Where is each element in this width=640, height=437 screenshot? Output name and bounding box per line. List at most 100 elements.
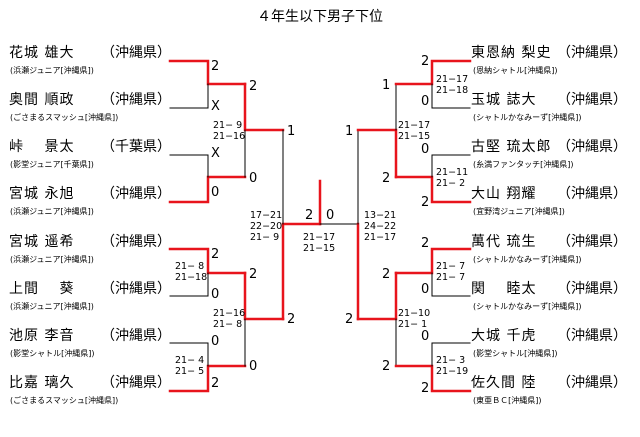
left-r1-m2-loser-line: [169, 154, 209, 178]
right-player-5-club: (シャトルかなみーず[沖縄県]): [473, 255, 582, 264]
left-player-2-name: 奥間 順政: [9, 92, 75, 108]
left-r1-m3-winner-line: [168, 247, 247, 275]
left-player-3-pref: （千葉県）: [101, 139, 171, 155]
right-player-3-club: (糸満ファンタッチ[沖縄県]): [473, 160, 574, 169]
left-r1-m3-set-scores: 21− 8 21−18: [175, 261, 208, 283]
final-left-score: 2: [305, 208, 314, 223]
right-r1-m4-set-scores: 21− 3 21−19: [436, 355, 469, 377]
right-r1-m1-bottom-score: 0: [421, 94, 430, 109]
right-r1-m2-winner-line: [394, 175, 472, 204]
right-r1-m1-set-scores: 21−17 21−18: [436, 74, 469, 96]
left-r1-m2-winner-line: [168, 175, 247, 204]
right-player-6-pref: （沖縄県）: [557, 281, 627, 297]
left-player-7-pref: （沖縄県）: [101, 328, 171, 344]
left-r1-m2-top-score: X: [211, 146, 220, 161]
right-r1-m2-top-score: 0: [421, 142, 430, 157]
left-player-7-name: 池原 李音: [9, 328, 75, 344]
right-player-2-name: 玉城 誌大: [471, 92, 537, 108]
right-semi-set-scores: 13−21 24−22 21−17: [364, 210, 397, 243]
left-player-8-pref: （沖縄県）: [101, 375, 171, 391]
right-r2-m1-set-scores: 21−17 21−15: [398, 120, 431, 142]
right-player-1-club: (恩納シャトル[沖縄県]): [473, 66, 558, 75]
right-r1-m2-loser-line: [431, 154, 471, 178]
right-player-2-pref: （沖縄県）: [557, 92, 627, 108]
left-r1-m4-top-score: 0: [211, 334, 220, 349]
left-player-6-pref: （沖縄県）: [101, 281, 171, 297]
right-r1-m4-top-score: 0: [421, 329, 430, 344]
right-r2-m2-bottom-score: 2: [382, 359, 391, 374]
right-r1-m4-loser-line: [431, 342, 471, 367]
right-player-3-pref: （沖縄県）: [557, 139, 627, 155]
right-semi-bottom-score: 2: [345, 312, 354, 327]
left-player-4-pref: （沖縄県）: [101, 186, 171, 202]
right-player-5-name: 萬代 琉生: [471, 234, 537, 250]
left-r1-m3-bottom-score: 0: [211, 287, 220, 302]
left-player-6-name: 上間 葵: [9, 281, 75, 297]
left-r1-m1-winner-line: [168, 59, 247, 86]
left-r1-m1-top-score: 2: [211, 59, 220, 74]
right-player-5-pref: （沖縄県）: [557, 234, 627, 250]
right-semi-top-score: 1: [345, 124, 354, 139]
right-player-8-pref: （沖縄県）: [557, 375, 627, 391]
left-r2-m1-bottom-score: 0: [249, 171, 258, 186]
right-r1-m3-loser-line: [431, 272, 471, 297]
right-r1-m2-bottom-score: 2: [421, 195, 430, 210]
left-r1-m3-loser-line: [169, 272, 209, 297]
right-player-4-club: (宜野湾ジュニア[沖縄県]): [473, 207, 565, 216]
right-player-7-club: (影堂シャトル[沖縄県]): [473, 349, 558, 358]
left-r1-m3-top-score: 2: [211, 247, 220, 262]
right-r2-m2-winner-line: [356, 271, 398, 321]
right-player-4-pref: （沖縄県）: [557, 186, 627, 202]
left-player-4-name: 宮城 永旭: [9, 186, 75, 202]
right-r1-m3-top-score: 2: [421, 236, 430, 251]
final-set-scores: 21−17 21−15: [303, 232, 336, 254]
left-r2-m2-bottom-score: 0: [249, 359, 258, 374]
left-player-5-pref: （沖縄県）: [101, 234, 171, 250]
final-right-score: 0: [326, 208, 335, 223]
right-player-2-club: (シャトルかなみーず[沖縄県]): [473, 113, 582, 122]
right-r2-m1-bottom-score: 2: [382, 171, 391, 186]
left-player-5-club: (浜瀬ジュニア[沖縄県]): [10, 255, 94, 264]
right-r1-m1-top-score: 2: [421, 54, 430, 69]
right-r1-m4-winner-line: [394, 364, 472, 393]
left-semi-top-score: 1: [287, 124, 296, 139]
left-player-1-pref: （沖縄県）: [101, 45, 171, 61]
left-player-6-club: (浜瀬ジュニア[沖縄県]): [10, 302, 94, 311]
right-player-7-pref: （沖縄県）: [557, 328, 627, 344]
right-player-1-name: 東恩納 梨史: [471, 45, 552, 61]
right-r2-m2-set-scores: 21−10 21− 1: [398, 308, 431, 330]
left-r2-m2-set-scores: 21−16 21− 8: [213, 308, 246, 330]
left-player-3-name: 峠 景太: [9, 139, 75, 155]
right-r1-m4-bottom-score: 2: [421, 381, 430, 396]
left-r1-m4-winner-line: [168, 364, 247, 393]
right-r2-m2-top-score: 2: [382, 267, 391, 282]
left-semi-set-scores: 17−21 22−20 21− 9: [250, 210, 283, 243]
left-r1-m1-bottom-score: X: [211, 99, 220, 114]
left-player-5-name: 宮城 遥希: [9, 234, 75, 250]
bracket-title: ４年生以下男子下位: [257, 9, 383, 25]
right-r1-m1-loser-line: [431, 83, 471, 109]
left-r1-m2-bottom-score: 0: [211, 185, 220, 200]
left-player-2-club: (ごさまるスマッシュ[沖縄県]): [10, 113, 119, 122]
right-player-8-club: (東亜ＢＣ[沖縄県]): [473, 396, 542, 405]
right-player-3-name: 古堅 琉太郎: [471, 139, 552, 155]
left-player-1-name: 花城 雄大: [9, 45, 75, 61]
left-player-3-club: (影堂ジュニア[千葉県]): [10, 160, 94, 169]
left-player-2-pref: （沖縄県）: [101, 92, 171, 108]
right-r2-m1-winner-line: [356, 128, 398, 179]
right-player-6-name: 関 睦太: [471, 281, 537, 297]
left-player-7-club: (影堂シャトル[沖縄県]): [10, 349, 95, 358]
left-r2-m2-top-score: 2: [249, 267, 258, 282]
left-r1-m4-loser-line: [169, 342, 209, 367]
left-semi-bottom-score: 2: [287, 312, 296, 327]
left-player-8-club: (ごさまるスマッシュ[沖縄県]): [10, 396, 119, 405]
left-r1-m1-loser-line: [169, 83, 209, 109]
right-player-6-club: (シャトルかなみーず[沖縄県]): [473, 302, 582, 311]
left-player-1-club: (浜瀬ジュニア[沖縄県]): [10, 66, 94, 75]
right-player-4-name: 大山 翔耀: [471, 186, 537, 202]
right-r1-m2-set-scores: 21−11 21− 2: [436, 167, 469, 189]
right-player-7-name: 大城 千虎: [471, 328, 537, 344]
right-r2-m1-top-score: 1: [382, 78, 391, 93]
right-player-1-pref: （沖縄県）: [557, 45, 627, 61]
